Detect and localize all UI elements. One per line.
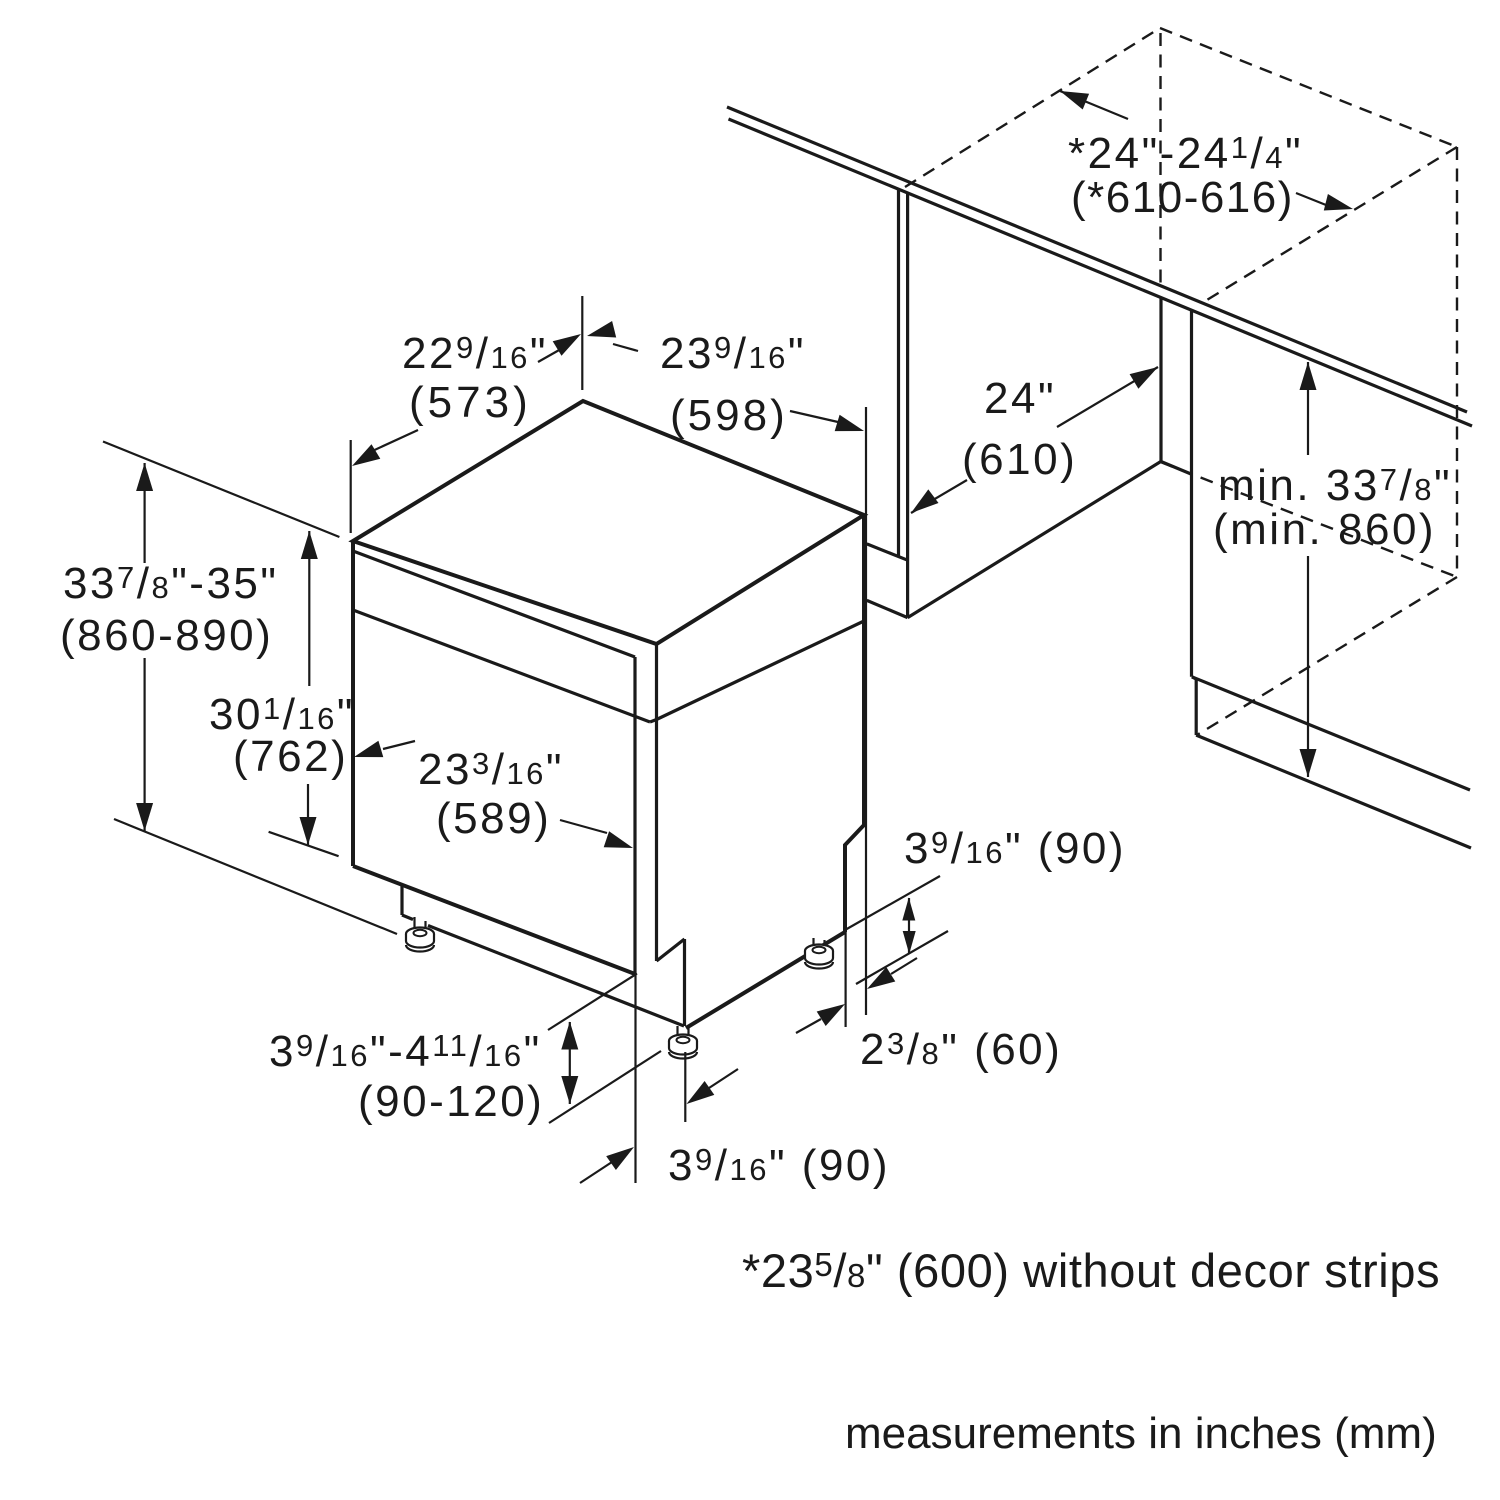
svg-text:337/8"-35": 337/8"-35": [63, 559, 279, 608]
svg-text:(*610-616): (*610-616): [1071, 173, 1294, 222]
svg-text:(762): (762): [233, 732, 348, 781]
svg-text:(90-120): (90-120): [358, 1077, 544, 1126]
svg-text:24": 24": [984, 374, 1056, 423]
svg-text:(860-890): (860-890): [60, 611, 273, 660]
svg-text:(589): (589): [436, 794, 551, 843]
svg-text:*235/8" (600) without decor st: *235/8" (600) without decor strips: [742, 1244, 1440, 1297]
svg-text:(573): (573): [409, 378, 532, 427]
svg-text:(min. 860): (min. 860): [1213, 505, 1436, 554]
svg-text:(610): (610): [962, 435, 1077, 484]
svg-text:23/8" (60): 23/8" (60): [860, 1025, 1062, 1074]
svg-text:(598): (598): [670, 391, 788, 440]
svg-text:*24"-241/4": *24"-241/4": [1068, 129, 1303, 178]
svg-text:measurements in inches (mm): measurements in inches (mm): [845, 1409, 1437, 1458]
svg-text:min. 337/8": min. 337/8": [1218, 461, 1452, 510]
